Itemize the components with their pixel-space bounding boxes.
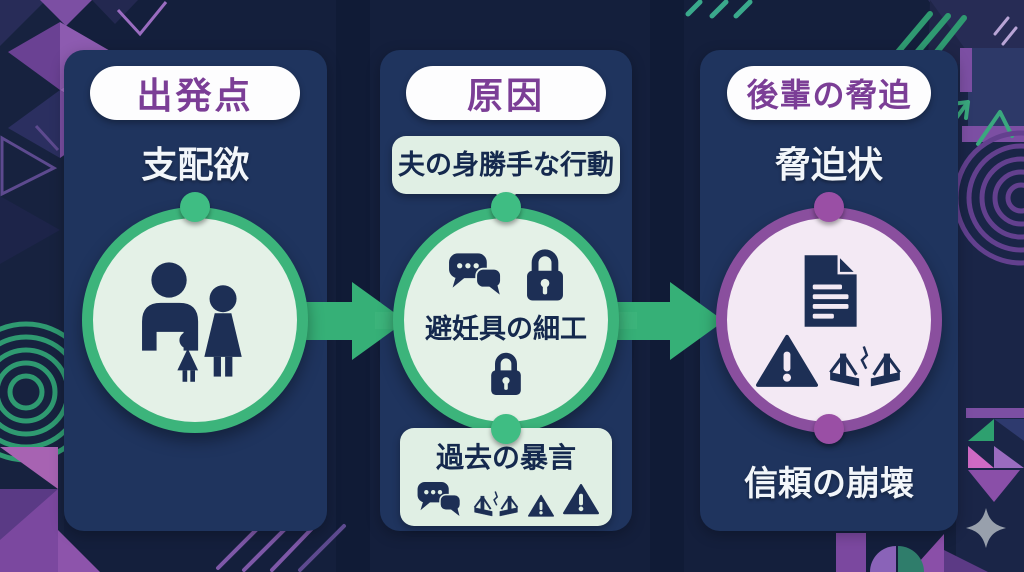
lock-icon: [491, 352, 521, 395]
deco-triangles-bottom-right: [910, 408, 1024, 572]
chat-bubbles-icon: [449, 253, 502, 295]
panel-starting-point-title-pill: 出発点: [90, 66, 300, 120]
panel-cause-title-pill: 原因: [406, 66, 606, 120]
deco-shapes-bottom-center: [836, 533, 924, 572]
panel-starting-point-title: 出発点: [136, 75, 254, 116]
warning-icon: [562, 484, 599, 515]
connector-node-cause-top: [491, 192, 521, 222]
broken-bridge-icon: [829, 345, 901, 386]
tampering-circle: 避妊具の細工: [393, 207, 619, 433]
panel-threat-bottom-label: 信頼の崩壊: [744, 465, 914, 503]
broken-bridge-icon: [473, 491, 518, 517]
deco-outline-triangles-left: [0, 124, 60, 197]
family-icon: [142, 261, 242, 382]
top-bubble: 夫の身勝手な行動: [392, 136, 620, 194]
family-circle: [82, 207, 308, 433]
lock-icon: [527, 248, 563, 301]
document-icon: [804, 251, 860, 327]
warning-icon: [527, 494, 554, 517]
panel-threat-title-pill: 後輩の脅迫: [727, 66, 931, 120]
panel-cause-title: 原因: [466, 75, 545, 116]
deco-triangles-bottom-left: [0, 447, 100, 572]
tampering-circle-icons: [445, 246, 567, 303]
connector-node-cause-bottom: [491, 414, 521, 444]
threat-circle-icons: [756, 334, 902, 389]
warning-icon: [756, 334, 818, 387]
threat-circle: [716, 207, 942, 433]
tampering-circle-label: 避妊具の細工: [425, 313, 587, 344]
top-bubble-text: 夫の身勝手な行動: [398, 150, 614, 180]
panel-threat-subtitle: 脅迫状: [774, 144, 883, 185]
bottom-bubble: 過去の暴言: [400, 428, 612, 526]
deco-diagonal-lines-bottom: [216, 516, 346, 572]
connector-node-start-top: [180, 192, 210, 222]
connector-node-threat-top: [814, 192, 844, 222]
deco-teal-dashes-top: [685, 0, 753, 19]
sparkle-icon: [966, 508, 1006, 548]
deco-square-right: [960, 48, 1024, 142]
bottom-bubble-title: 過去の暴言: [435, 442, 576, 473]
panel-starting-point-subtitle: 支配欲: [141, 144, 250, 185]
chat-bubbles-icon: [417, 481, 461, 517]
panel-threat-title: 後輩の脅迫: [746, 77, 912, 113]
connector-node-threat-bottom: [814, 414, 844, 444]
bottom-bubble-icons: [400, 480, 612, 518]
